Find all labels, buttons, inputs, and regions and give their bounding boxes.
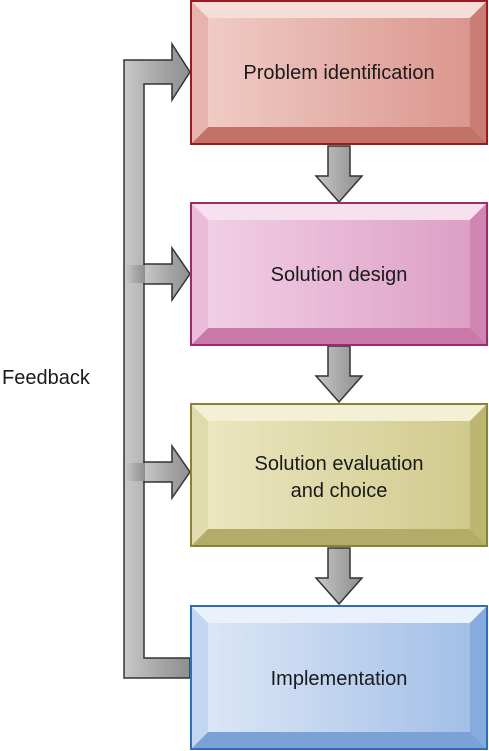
step-box-implementation: Implementation [190,605,488,750]
step-label: Solution design [271,264,408,286]
feedback-loop-arrow [123,41,191,679]
step-box-solution-design: Solution design [190,202,488,346]
spine-join [125,463,145,481]
step-label: Solution evaluation [254,453,423,475]
down-arrow-3 [314,547,364,606]
step-label: and choice [291,480,388,502]
step-label: Implementation [271,668,408,690]
down-arrow-1 [314,145,364,204]
feedback-arrow-to-design [143,245,191,303]
down-arrow-2 [314,345,364,404]
step-box-solution-evaluation: Solution evaluation and choice [190,403,488,547]
feedback-label: Feedback [2,367,91,389]
step-label: Problem identification [243,62,434,84]
spine-join [125,265,145,283]
step-box-problem-identification: Problem identification [190,0,488,145]
feedback-arrow-to-evaluation [143,443,191,501]
